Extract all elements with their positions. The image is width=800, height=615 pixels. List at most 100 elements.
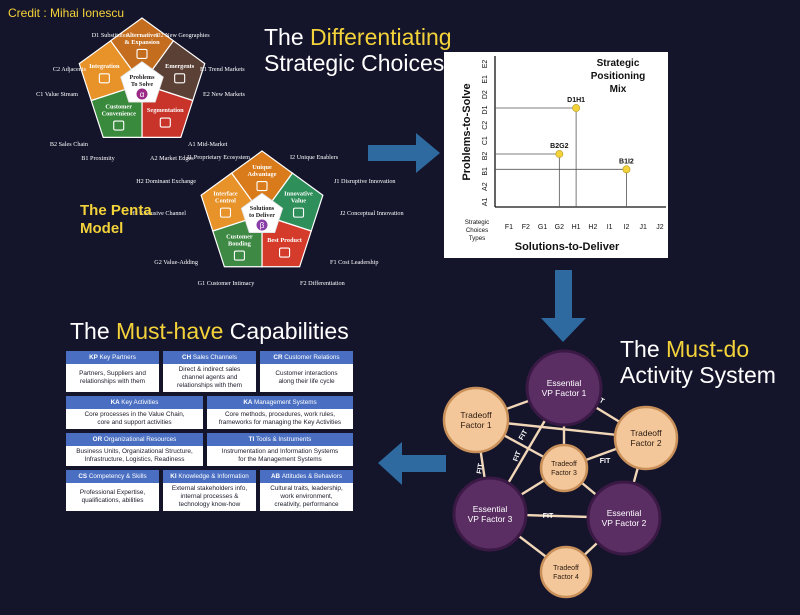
penta-outer-label: E2 New Markets xyxy=(203,91,246,98)
penta-outer-label: A2 Market Edges xyxy=(150,155,194,162)
credit-text: Credit : Mihai Ionescu xyxy=(8,6,125,20)
fit-label: FIT xyxy=(476,462,485,474)
flow-arrow-down xyxy=(541,270,586,342)
capability-code: CH xyxy=(182,354,193,361)
y-tick-label: A1 xyxy=(482,198,489,207)
penta-segment-label: Interface xyxy=(213,191,238,198)
capability-code: CR xyxy=(273,354,285,361)
penta-segment-label: Unique xyxy=(252,164,272,171)
tradeoff-node xyxy=(613,405,679,471)
x-tick-label: H1 xyxy=(572,224,581,231)
penta-symbol: α xyxy=(140,90,145,99)
capability-description: External stakeholders info,internal proc… xyxy=(171,485,248,508)
penta-segment-label: Emergents xyxy=(165,63,195,70)
penta-segment-label: Value xyxy=(291,198,306,205)
segment-icon xyxy=(98,73,110,84)
chart-title: Positioning xyxy=(591,71,645,82)
capability-header: CH Sales Channels xyxy=(163,351,256,364)
penta-outer-label: G1 Customer Intimacy xyxy=(198,280,256,287)
fit-label: FIT xyxy=(600,458,611,465)
vp-factor-node xyxy=(586,480,662,556)
capability-code: KI xyxy=(170,473,179,480)
penta-outer-label: C1 Value Stream xyxy=(36,91,78,98)
mix-point xyxy=(555,150,564,158)
penta-outer-label: J1 Disruptive Innovation xyxy=(334,178,396,185)
tradeoff-node xyxy=(539,545,593,599)
vp-factor-label: Essential xyxy=(547,378,582,388)
tradeoff-label: Tradeoff xyxy=(460,410,492,420)
capability-header: OR Organizational Resources xyxy=(66,433,203,446)
flow-arrow-right xyxy=(368,133,440,173)
mix-point-label: B2G2 xyxy=(550,143,568,150)
capability-title: Knowledge & Information xyxy=(178,473,249,480)
penta-center-label: Solutions xyxy=(250,205,275,212)
capability-code: TI xyxy=(248,436,257,443)
segment-icon xyxy=(174,73,186,84)
capability-code: CS xyxy=(78,473,89,480)
penta-outer-label: H2 Dominant Exchange xyxy=(136,178,196,185)
capability-description: Professional Expertise,qualifications, a… xyxy=(79,489,146,504)
penta-segment-label: Alternatives xyxy=(126,32,159,39)
penta-segment-label: Bonding xyxy=(228,241,252,248)
segment-icon xyxy=(256,181,268,192)
penta-outer-label: F2 Differentiation xyxy=(300,280,345,287)
penta-outer-label: A1 Mid-Market xyxy=(188,141,228,148)
fit-label: FIT xyxy=(513,450,523,463)
x-tick-label: J1 xyxy=(640,224,648,231)
y-tick-label: C2 xyxy=(482,121,489,130)
capability-description: Core processes in the Value Chain,core a… xyxy=(84,411,185,426)
y-tick-label: C1 xyxy=(482,136,489,145)
vp-factor-label: VP Factor 1 xyxy=(542,388,587,398)
penta-segment-label: Customer xyxy=(105,104,132,111)
title-differentiating-choices: The Differentiating Strategic Choices xyxy=(264,24,452,76)
capability-code: AB xyxy=(270,473,282,480)
x-tick-label: F2 xyxy=(522,224,530,231)
capability-header: AB Attitudes & Behaviors xyxy=(260,470,353,483)
y-tick-label: B1 xyxy=(482,167,489,176)
y-tick-label: A2 xyxy=(482,182,489,191)
penta-outer-label: H1 Exclusive Channel xyxy=(130,210,186,217)
fit-label: FIT xyxy=(518,428,530,441)
penta-outer-label: B1 Proximity xyxy=(81,155,115,162)
vp-factor-node xyxy=(452,476,528,552)
capability-header: KA Key Activities xyxy=(66,396,203,409)
penta-outer-label: E1 Trend Markets xyxy=(200,66,245,73)
capability-header: KP Key Partners xyxy=(66,351,159,364)
vp-factor-node xyxy=(525,349,603,427)
mix-point xyxy=(622,165,631,174)
flow-arrow-left xyxy=(378,442,446,485)
penta-segment-label: Segmentation xyxy=(147,107,184,114)
penta-outer-label: D2 New Geographies xyxy=(156,32,210,39)
corner-label: Choices xyxy=(466,227,488,234)
activity-system: FITFITFITFITFITFITEssentialVP Factor 1Tr… xyxy=(442,349,679,599)
tradeoff-label: Factor 4 xyxy=(553,574,579,581)
penta-segment-label: Customer xyxy=(226,234,253,241)
capability-title: Tools & Instruments xyxy=(256,436,312,443)
capability-code: KA xyxy=(243,399,254,406)
segment-icon xyxy=(136,48,148,59)
capability-code: OR xyxy=(92,436,104,443)
capability-title: Key Partners xyxy=(99,354,136,361)
capability-title: Organizational Resources xyxy=(103,436,177,443)
y-tick-label: D2 xyxy=(482,90,489,99)
vp-factor-label: VP Factor 2 xyxy=(602,518,647,528)
segment-icon xyxy=(292,207,305,218)
x-tick-label: I1 xyxy=(607,224,613,231)
x-tick-label: G2 xyxy=(555,224,564,231)
capability-header: KA Management Systems xyxy=(207,396,353,409)
y-tick-label: D1 xyxy=(482,105,489,114)
penta-model-label: The Penta Model xyxy=(80,202,152,237)
capability-header: CS Competency & Skills xyxy=(66,470,159,483)
y-tick-label: E1 xyxy=(482,75,489,84)
penta-outer-label: D1 Substitutes xyxy=(92,32,129,39)
